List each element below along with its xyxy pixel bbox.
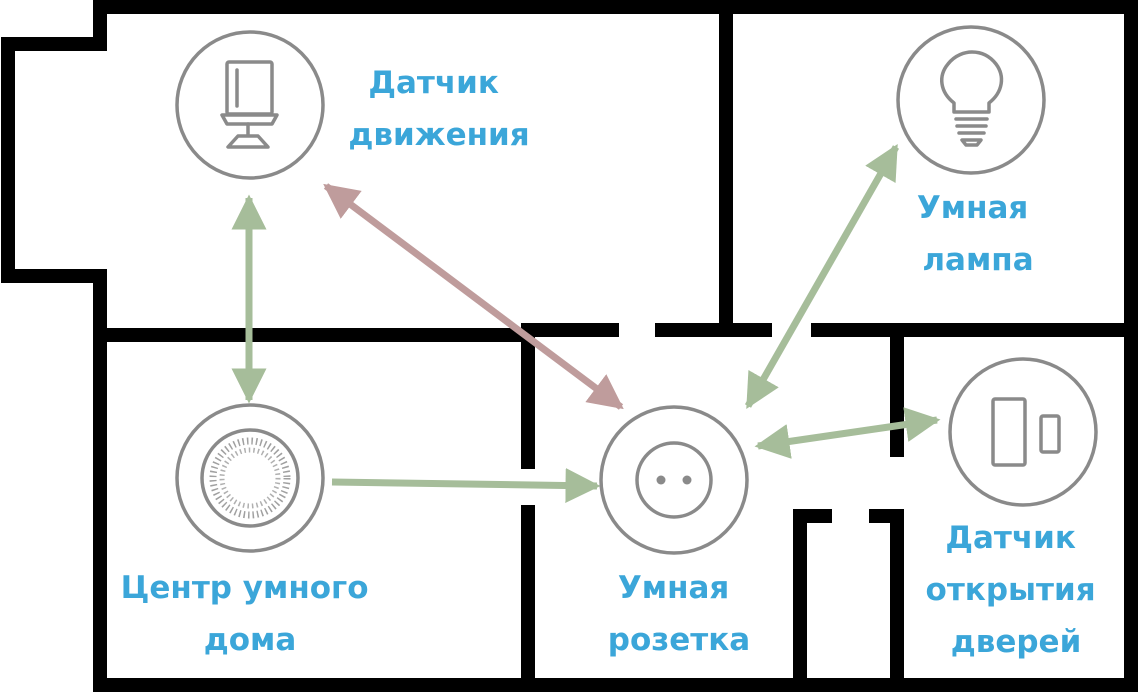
motion-sensor-device[interactable]: Датчик движения xyxy=(175,30,530,180)
hub-device[interactable]: Центр умного дома xyxy=(121,403,380,658)
motion-sensor-icon xyxy=(220,60,279,149)
smart-lamp-ring xyxy=(896,25,1046,175)
lightbulb-icon xyxy=(940,50,1004,147)
smart-socket-device[interactable]: Умная розетка xyxy=(599,405,750,658)
smart-socket-ring xyxy=(599,405,749,555)
smart-hub-icon xyxy=(200,428,300,528)
smart-socket-label: Умная розетка xyxy=(608,570,750,658)
motion-sensor-ring xyxy=(175,30,325,180)
motion-sensor-label: Датчик движения xyxy=(348,65,529,153)
door-sensor-device[interactable]: Датчик открытия дверей xyxy=(926,357,1107,660)
connection-motion-sensor-to-smart-socket xyxy=(323,183,624,410)
power-socket-icon xyxy=(635,441,713,519)
door-sensor-label: Датчик открытия дверей xyxy=(926,520,1107,660)
door-sensor-icon xyxy=(991,397,1061,467)
hub-label: Центр умного дома xyxy=(121,570,380,658)
connection-hub-to-smart-socket xyxy=(331,468,601,504)
smart-lamp-device[interactable]: Умная лампа xyxy=(896,25,1046,278)
connection-smart-socket-to-smart-lamp xyxy=(744,143,900,410)
smart-lamp-label: Умная лампа xyxy=(917,190,1039,278)
connection-lines xyxy=(231,143,941,504)
door-sensor-ring xyxy=(948,357,1098,507)
connection-smart-socket-to-door-sensor xyxy=(754,407,941,459)
